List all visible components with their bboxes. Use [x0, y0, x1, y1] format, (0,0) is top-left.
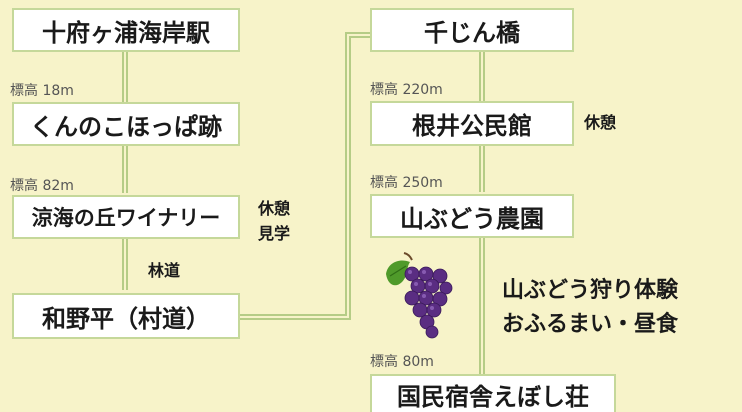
connector-4-5 [238, 32, 372, 316]
stop-jurifukura: 十府ヶ浦海岸駅 [12, 8, 240, 52]
elevation-eboshi: 標高 80m [370, 354, 434, 370]
stop-nei: 根井公民館 [370, 101, 574, 146]
stop-senjin: 千じん橋 [370, 8, 574, 52]
stop-name: くんのこほっぱ跡 [30, 112, 222, 141]
stop-name: 国民宿舎えぼし荘 [397, 382, 589, 411]
stop-name: 和野平（村道） [42, 304, 210, 333]
stop-name: 十府ヶ浦海岸駅 [42, 18, 210, 47]
elevation-kunnoko: 標高 18m [10, 83, 74, 99]
stop-yamabudou: 山ぶどう農園 [370, 194, 574, 238]
activity-lunch: おふるまい・昼食 [502, 312, 679, 337]
grape-icon [386, 252, 453, 339]
segment-label-forest-road: 林道 [148, 261, 181, 280]
elevation-yamabudou: 標高 250m [370, 175, 443, 191]
stop-kunnoko: くんのこほっぱ跡 [12, 102, 240, 146]
note-rest-nei: 休憩 [584, 113, 617, 132]
stop-eboshi: 国民宿舎えぼし荘 [370, 374, 616, 412]
elevation-nei: 標高 220m [370, 82, 443, 98]
stop-name: 根井公民館 [412, 112, 532, 140]
stop-wanohira: 和野平（村道） [12, 293, 240, 339]
stop-name: 涼海の丘ワイナリー [31, 206, 221, 230]
note-rest-suzumi: 休憩 [258, 199, 291, 218]
stop-suzumi: 涼海の丘ワイナリー [12, 195, 240, 239]
activity-grape-picking: 山ぶどう狩り体験 [502, 278, 679, 303]
stop-name: 山ぶどう農園 [400, 204, 544, 233]
stop-name: 千じん橋 [424, 18, 520, 47]
note-tour-suzumi: 見学 [258, 224, 291, 243]
elevation-suzumi: 標高 82m [10, 178, 74, 194]
